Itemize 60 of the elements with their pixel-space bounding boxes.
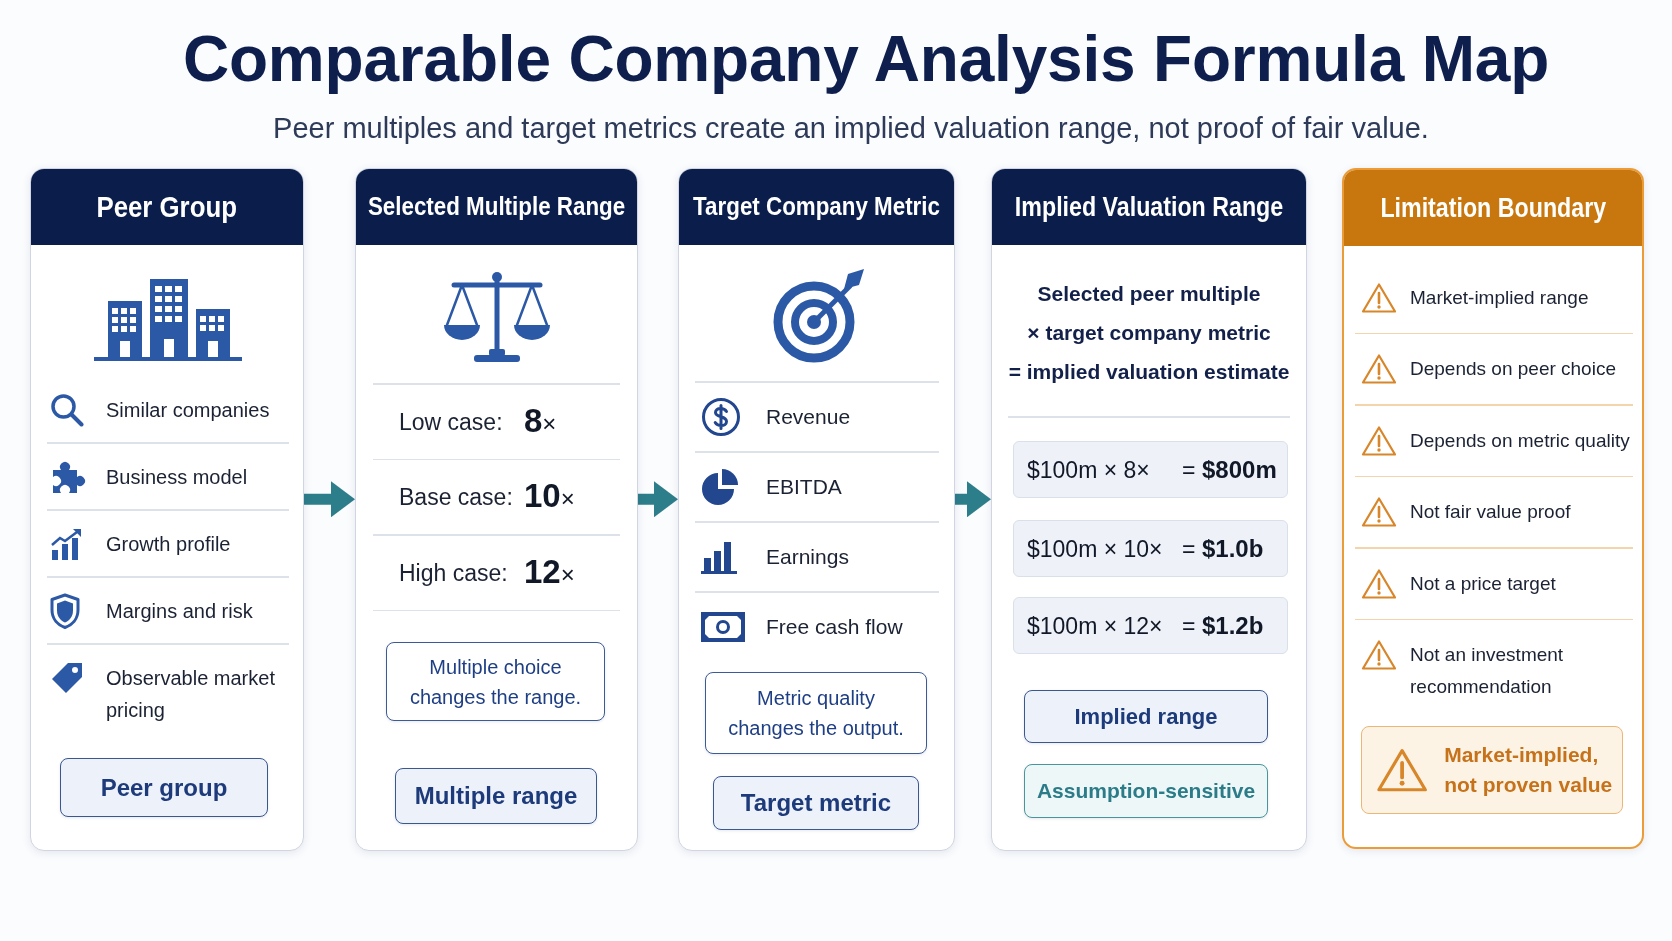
list-item-text: Not fair value proof <box>1410 500 1571 525</box>
column-heading: Peer Group <box>96 189 238 225</box>
column-card <box>991 168 1307 851</box>
list-item-text: Observable market pricing <box>106 665 276 723</box>
flow-arrow <box>955 481 991 518</box>
flow-arrow <box>638 481 678 518</box>
list-item-text: Business model <box>106 464 248 490</box>
subtitle: Peer multiples and target metrics create an implied valuation range, not proof of fair value. <box>273 111 1429 146</box>
column-heading: Limitation Boundary <box>1380 191 1606 225</box>
list-item-text: Similar companies <box>106 397 270 423</box>
calculation-row <box>1013 520 1288 577</box>
multiplication-text: $100m × 10× <box>1027 534 1163 564</box>
formula-line: Selected peer multiple <box>1037 281 1261 307</box>
warning-text: Market-implied, not proven value <box>1444 742 1614 798</box>
column-card <box>30 168 304 851</box>
summary-tag: Multiple range <box>395 768 597 824</box>
list-item-text: Growth profile <box>106 531 231 557</box>
column-heading: Selected Multiple Range <box>367 191 626 223</box>
equals-sign: = <box>1182 455 1196 485</box>
column-card <box>678 168 955 851</box>
formula-line: × target company metric <box>1027 320 1271 346</box>
list-item-text: Not a price target <box>1410 571 1556 596</box>
note-box: Metric quality changes the output. <box>705 672 927 754</box>
list-item-text: Depends on peer choice <box>1410 357 1616 382</box>
list-item-text: Revenue <box>766 404 851 430</box>
column-heading: Target Company Metric <box>693 191 940 223</box>
summary-tag: Implied range <box>1024 690 1268 743</box>
note-box: Multiple choice changes the range. <box>386 642 605 721</box>
flow-arrow <box>304 481 355 518</box>
list-item-text: EBITDA <box>766 474 842 500</box>
summary-tag: Target metric <box>713 776 919 830</box>
multiplication-text: $100m × 8× <box>1027 455 1150 485</box>
multiplication-text: $100m × 12× <box>1027 611 1163 641</box>
list-item-text: Earnings <box>766 544 849 570</box>
list-item-text: Market-implied range <box>1410 285 1589 310</box>
list-item-text: Free cash flow <box>766 614 903 640</box>
list-item-text: Not an investment recommendation <box>1410 643 1565 700</box>
equals-sign: = <box>1182 611 1196 641</box>
case-label: Low case: <box>399 407 503 437</box>
list-item-text: Margins and risk <box>106 598 253 624</box>
calculation-result: $1.0b <box>1202 533 1264 564</box>
list-item-text: Depends on metric quality <box>1410 428 1630 453</box>
case-label: High case: <box>399 558 508 588</box>
multiple-value: 10× <box>524 475 575 516</box>
calculation-row <box>1013 597 1288 654</box>
title: Comparable Company Analysis Formula Map <box>182 22 1550 97</box>
multiple-value: 8× <box>524 400 557 441</box>
multiple-value: 12× <box>524 551 575 592</box>
column-heading: Implied Valuation Range <box>1014 190 1284 224</box>
column-card <box>355 168 638 851</box>
calculation-result: $1.2b <box>1202 610 1264 641</box>
calculation-row <box>1013 441 1288 498</box>
formula-line: = implied valuation estimate <box>1008 359 1290 385</box>
calculation-result: $800m <box>1202 454 1277 485</box>
column-card <box>1342 168 1644 849</box>
warning-callout <box>1361 726 1623 814</box>
case-label: Base case: <box>399 483 513 513</box>
summary-tag: Peer group <box>60 758 268 817</box>
equals-sign: = <box>1182 534 1196 564</box>
summary-tag: Assumption-sensitive <box>1024 764 1268 818</box>
